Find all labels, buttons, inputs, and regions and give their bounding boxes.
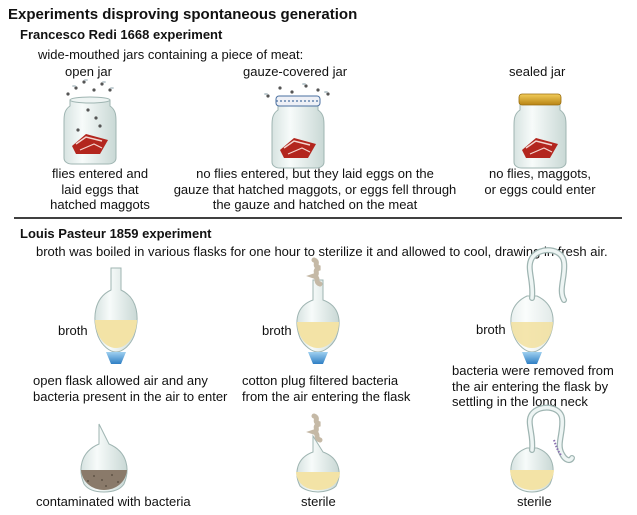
result-contaminated: contaminated with bacteria bbox=[36, 494, 191, 509]
broth-label-2: broth bbox=[262, 323, 292, 338]
broth-label-1: broth bbox=[58, 323, 88, 338]
swan-neck bbox=[526, 247, 568, 303]
jar-label-gauze: gauze-covered jar bbox=[243, 64, 348, 79]
flame bbox=[522, 352, 542, 364]
result-swan-flask bbox=[510, 404, 575, 493]
flies bbox=[66, 80, 112, 132]
boiling-cotton-flask bbox=[296, 257, 340, 364]
meat-piece bbox=[522, 138, 558, 158]
cotton-plug bbox=[306, 413, 323, 443]
result-cotton-flask bbox=[296, 413, 340, 493]
caption-sealed-jar: no flies, maggots, or eggs could enter bbox=[484, 166, 596, 197]
result-sterile-swan: sterile bbox=[517, 494, 552, 509]
boiling-swan-flask bbox=[510, 247, 568, 364]
result-sterile-cotton: sterile bbox=[301, 494, 336, 509]
sealed-jar bbox=[513, 93, 567, 169]
broth-label-3: broth bbox=[476, 322, 506, 337]
caption-swan-flask: bacteria were removed from the air enter… bbox=[452, 363, 614, 410]
pasteur-heading: Louis Pasteur 1859 experiment bbox=[20, 226, 212, 241]
flame bbox=[106, 352, 126, 364]
open-jar bbox=[63, 79, 117, 165]
flame bbox=[308, 352, 328, 364]
flies bbox=[266, 84, 330, 98]
redi-intro: wide-mouthed jars containing a piece of … bbox=[38, 47, 304, 62]
caption-open-flask: open flask allowed air and any bacteria … bbox=[33, 373, 228, 404]
caption-open-jar: flies entered and laid eggs that hatched… bbox=[50, 166, 150, 213]
result-open-flask bbox=[80, 423, 128, 493]
redi-heading: Francesco Redi 1668 experiment bbox=[20, 27, 223, 42]
jar-label-sealed: sealed jar bbox=[509, 64, 566, 79]
meat-piece bbox=[280, 138, 316, 158]
cotton-plug bbox=[306, 257, 323, 287]
caption-cotton-flask: cotton plug filtered bacteria from the a… bbox=[242, 373, 411, 404]
gauze-jar bbox=[264, 83, 330, 169]
boiling-open-flask bbox=[94, 267, 138, 364]
caption-gauze-jar: no flies entered, but they laid eggs on … bbox=[173, 166, 457, 213]
page-title: Experiments disproving spontaneous gener… bbox=[8, 6, 358, 23]
meat-piece bbox=[72, 134, 108, 154]
pasteur-intro: broth was boiled in various flasks for o… bbox=[36, 244, 608, 259]
jar-label-open: open jar bbox=[65, 64, 112, 79]
sealed-lid bbox=[518, 93, 562, 106]
